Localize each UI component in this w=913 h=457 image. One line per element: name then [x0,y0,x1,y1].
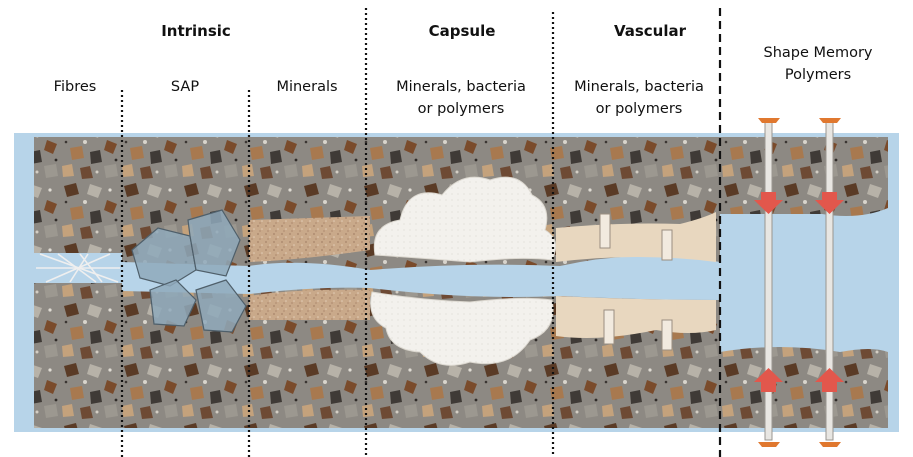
vascular-agent-lower [556,296,716,338]
label-vascular-line1: Minerals, bacteria [558,76,720,98]
label-sap: SAP [150,76,220,98]
label-fibres: Fibres [40,76,110,98]
header-vascular: Vascular [600,22,700,40]
header-intrinsic: Intrinsic [160,22,232,40]
header-capsule: Capsule [412,22,512,40]
label-capsule-line1: Minerals, bacteria [380,76,542,98]
label-minerals: Minerals [262,76,352,98]
label-capsule-line2: or polymers [380,98,542,120]
header-shape-memory-line2: Polymers [738,64,898,86]
header-shape-memory-line1: Shape Memory [738,42,898,64]
mineral-deposit-lower [249,290,370,320]
label-vascular-line2: or polymers [558,98,720,120]
